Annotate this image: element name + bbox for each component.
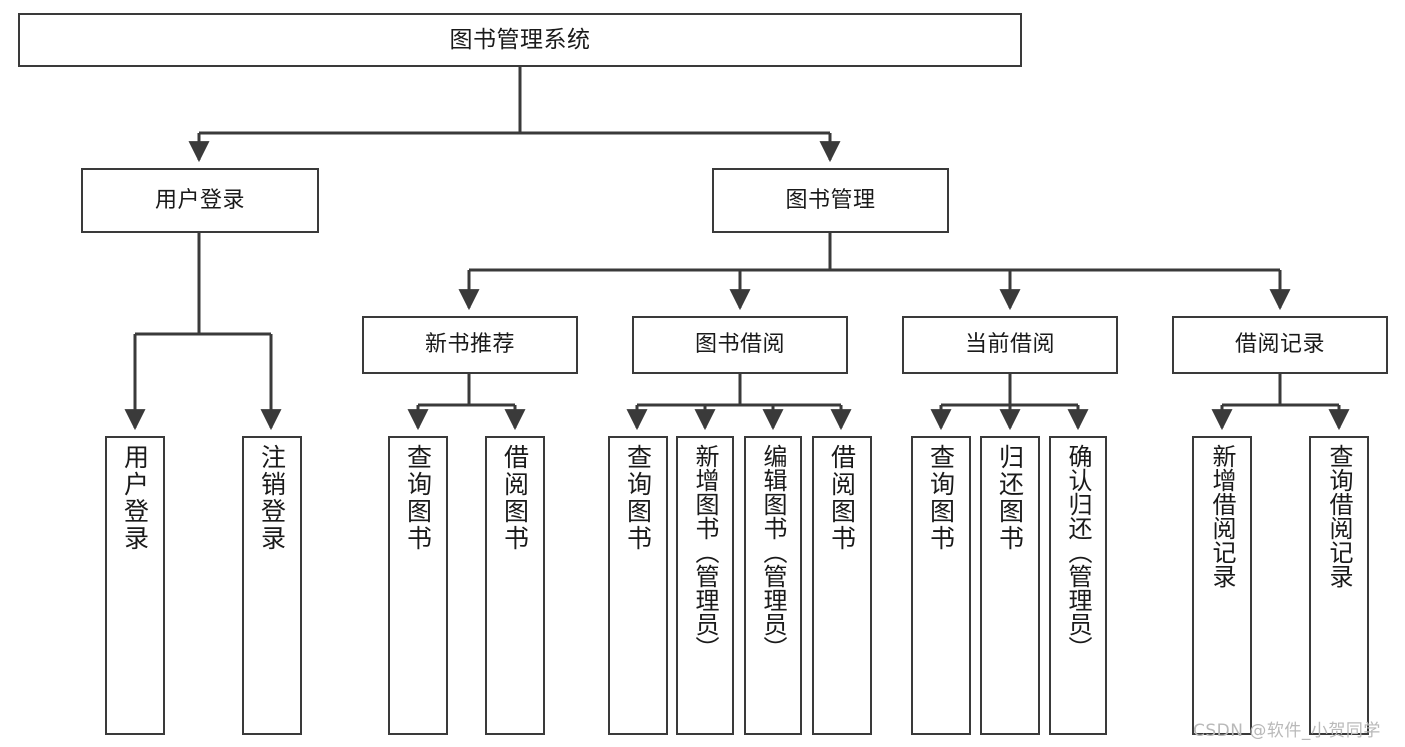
leaf-borrow-book[interactable]: 借阅图书 [812,436,872,735]
leaf-add-book-admin[interactable]: 新增图书（管理员） [676,436,734,735]
node-label: 用户登录 [154,187,245,213]
leaf-user-login[interactable]: 用户登录 [105,436,165,735]
node-label: 图书管理系统 [449,26,591,53]
csdn-watermark: CSDN @软件_小贺同学 [1193,721,1381,741]
leaf-borrow-book-new[interactable]: 借阅图书 [485,436,545,735]
node-label: 图书借阅 [694,332,785,358]
node-current-borrow[interactable]: 当前借阅 [902,316,1118,374]
node-label: 当前借阅 [964,332,1055,358]
node-label: 查询图书 [926,444,956,552]
node-label: 借阅图书 [500,444,530,552]
leaf-edit-book-admin[interactable]: 编辑图书（管理员） [744,436,802,735]
node-label: 用户登录 [120,444,150,552]
node-label: 确认归还（管理员） [1064,444,1092,660]
leaf-add-borrow-record[interactable]: 新增借阅记录 [1192,436,1252,735]
leaf-query-book-current[interactable]: 查询图书 [911,436,971,735]
node-root-system[interactable]: 图书管理系统 [18,13,1022,67]
node-label: 借阅记录 [1234,332,1325,358]
node-label: 查询图书 [403,444,433,552]
node-borrow-record[interactable]: 借阅记录 [1172,316,1388,374]
node-book-management[interactable]: 图书管理 [712,168,949,233]
node-label: 图书管理 [785,187,876,213]
node-label: 查询借阅记录 [1325,444,1353,588]
node-label: 注销登录 [257,444,287,552]
leaf-confirm-return-admin[interactable]: 确认归还（管理员） [1049,436,1107,735]
leaf-return-book[interactable]: 归还图书 [980,436,1040,735]
leaf-query-book-new[interactable]: 查询图书 [388,436,448,735]
node-label: 新增借阅记录 [1208,444,1236,588]
leaf-query-book-borrow[interactable]: 查询图书 [608,436,668,735]
node-book-borrow[interactable]: 图书借阅 [632,316,848,374]
node-label: 编辑图书（管理员） [759,444,787,660]
leaf-logout-login[interactable]: 注销登录 [242,436,302,735]
node-new-book-recommend[interactable]: 新书推荐 [362,316,578,374]
node-label: 查询图书 [623,444,653,552]
node-label: 借阅图书 [827,444,857,552]
node-user-login[interactable]: 用户登录 [81,168,319,233]
leaf-query-borrow-record[interactable]: 查询借阅记录 [1309,436,1369,735]
node-label: 新书推荐 [424,332,515,358]
node-label: 归还图书 [995,444,1025,552]
node-label: 新增图书（管理员） [691,444,719,660]
